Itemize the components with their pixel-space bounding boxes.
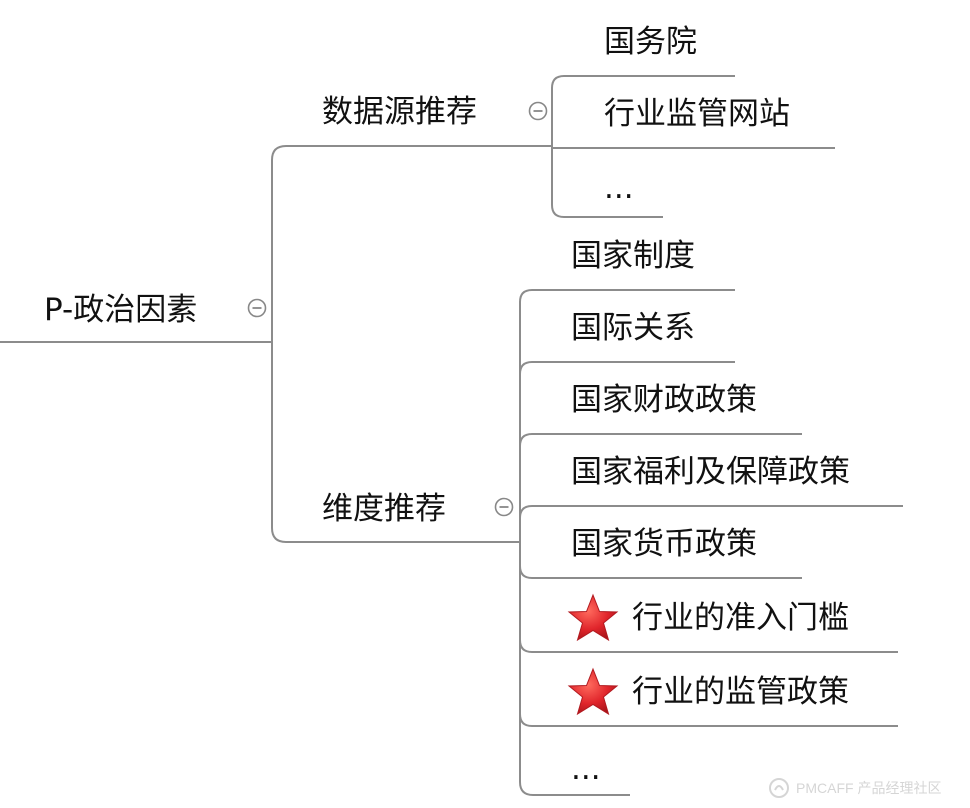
branch2-child-label[interactable]: 国际关系: [571, 310, 695, 346]
branch2-child-label[interactable]: ...: [571, 751, 601, 787]
branch2-child3-line: [519, 433, 802, 447]
star-icon: [567, 593, 619, 642]
branch1-child-label[interactable]: 行业监管网站: [604, 96, 790, 132]
watermark-text: PMCAFF 产品经理社区: [796, 780, 942, 796]
branch1-node-label[interactable]: 数据源推荐: [322, 94, 477, 130]
branch2-child-label[interactable]: 行业的准入门槛: [632, 600, 849, 636]
branch2-child-label[interactable]: 国家福利及保障政策: [571, 454, 850, 490]
branch2-child4-line: [519, 505, 903, 519]
root-trunk: [271, 145, 287, 543]
branch2-trunk: [519, 289, 534, 796]
branch2-child-label[interactable]: 国家财政政策: [571, 382, 757, 418]
branch2-child-label[interactable]: 国家货币政策: [571, 526, 757, 562]
branch1-trunk: [551, 75, 565, 218]
branch2-node-label[interactable]: 维度推荐: [322, 491, 446, 527]
watermark: PMCAFF 产品经理社区: [768, 777, 941, 799]
branch2-child6-line: [519, 639, 898, 653]
branch1-child-label[interactable]: 国务院: [604, 24, 697, 60]
branch2-child7-line: [519, 713, 898, 727]
branch2-child-label[interactable]: 行业的监管政策: [632, 674, 849, 710]
pmcaff-logo-icon: [769, 778, 789, 798]
branch2-child5-line: [519, 565, 802, 579]
branch2-child-label[interactable]: 国家制度: [571, 238, 695, 274]
root-collapse-toggle[interactable]: [247, 298, 267, 318]
star-icon: [567, 667, 619, 716]
root-node-label[interactable]: P-政治因素: [44, 292, 198, 328]
branch2-collapse-toggle[interactable]: [494, 497, 514, 517]
branch2-child2-line: [519, 361, 735, 375]
branch1-collapse-toggle[interactable]: [528, 101, 548, 121]
branch1-child-label[interactable]: ...: [604, 170, 634, 206]
